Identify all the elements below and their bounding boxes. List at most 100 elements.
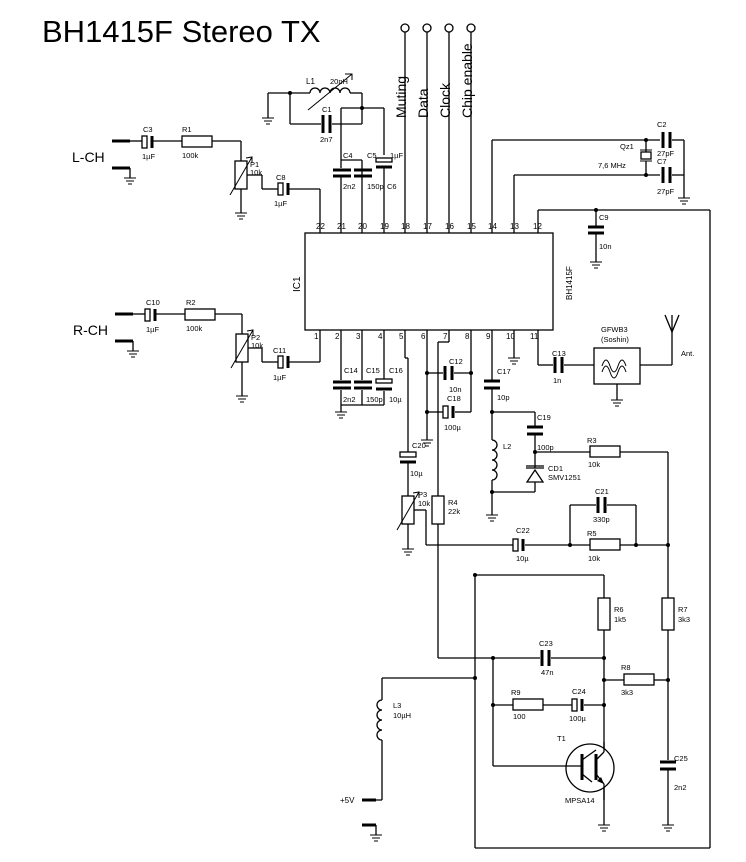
qz1-ref: Qz1 [620, 142, 634, 151]
vcc-rail [475, 208, 711, 849]
ic-bottom-pin-5: 5 [399, 332, 404, 341]
ic-bottom-pin-10: 10 [506, 332, 515, 341]
pin7-bias [431, 341, 540, 659]
l1-c1-tank [262, 73, 385, 160]
c21-ref: C21 [595, 487, 609, 496]
r1-value: 100k [182, 151, 199, 160]
rf-output [538, 314, 680, 407]
c5-value: 150p [367, 182, 384, 191]
c11-ref: C11 [273, 346, 286, 355]
c10-value: 1µF [146, 325, 159, 334]
ic-bottom-pin-8: 8 [465, 332, 470, 341]
ic-bottom-pin-11: 11 [530, 332, 539, 341]
c19-value: 100p [537, 443, 554, 452]
r4-value: 22k [448, 507, 460, 516]
l1-ref: L1 [306, 77, 315, 86]
c25-ref: C25 [674, 754, 688, 763]
c2-ref: C2 [657, 120, 667, 129]
c7-ref: C7 [657, 157, 667, 166]
r3-ref: R3 [587, 436, 597, 445]
c24-value: 100µ [569, 714, 587, 723]
ic-top-pin-22: 22 [316, 222, 325, 231]
cd1-value: SMV1251 [548, 473, 581, 482]
c20-p3 [396, 357, 513, 556]
l3-power-input [362, 678, 383, 842]
r9-c24 [491, 698, 606, 712]
t1-part: MPSA14 [565, 796, 595, 805]
l1-value: 20nH [330, 77, 348, 86]
r7-value: 3k3 [678, 615, 690, 624]
qz1-freq: 7,6 MHz [598, 161, 626, 170]
left-input-network [112, 135, 321, 220]
c23-value: 47n [541, 668, 554, 677]
r2-value: 100k [186, 324, 203, 333]
p1-ref: P1 [250, 160, 259, 169]
ic-top-pin-18: 18 [401, 222, 410, 231]
c23-r8 [491, 650, 670, 766]
c23-ref: C23 [539, 639, 553, 648]
ic-top-pin-13: 13 [510, 222, 519, 231]
r5-value: 10k [588, 554, 600, 563]
c3-ref: C3 [143, 125, 153, 134]
r5-ref: R5 [587, 529, 597, 538]
c20-ref: C20 [412, 441, 426, 450]
r6-value: 1k5 [614, 615, 626, 624]
c9-value: 10n [599, 242, 612, 251]
ic-bottom-pin-4: 4 [378, 332, 383, 341]
r3 [589, 445, 669, 598]
clock-label: Clock [437, 82, 453, 118]
c21-value: 330p [593, 515, 610, 524]
c1-value: 2n7 [320, 135, 333, 144]
ic-top-pin-16: 16 [445, 222, 454, 231]
ic-top-pin-12: 12 [533, 222, 542, 231]
ic-top-pin-20: 20 [358, 222, 367, 231]
ic-top-pin-14: 14 [488, 222, 497, 231]
t1-ref: T1 [557, 734, 566, 743]
r4-ref: R4 [448, 498, 458, 507]
cd1-ref: CD1 [548, 464, 563, 473]
l3-ref: L3 [393, 701, 401, 710]
antenna-label: Ant. [681, 349, 694, 358]
c4-ref: C4 [343, 151, 353, 160]
c16-value: 10µ [389, 395, 402, 404]
c25 [660, 760, 676, 832]
c19-ref: C19 [537, 413, 551, 422]
c14-ref: C14 [344, 366, 358, 375]
c6-ref: C6 [387, 182, 397, 191]
filter-maker: (Soshin) [601, 335, 629, 344]
right-channel-label: R-CH [73, 322, 108, 338]
p3-ref: P3 [418, 490, 427, 499]
filter-name: GFWB3 [601, 325, 628, 334]
ic-top-pin-17: 17 [423, 222, 432, 231]
pin10-ground [508, 357, 520, 365]
r6-ref: R6 [614, 605, 624, 614]
ic1-ref-label: IC1 [292, 276, 303, 292]
ic-top-pin-21: 21 [337, 222, 346, 231]
vco-tank [484, 344, 590, 522]
muting-label: Muting [393, 76, 409, 118]
c13-ref: C13 [552, 349, 566, 358]
left-channel-label: L-CH [72, 149, 105, 165]
p2-ref: P2 [251, 333, 260, 342]
ic1-part-label: BH1415F [565, 266, 574, 300]
c13-value: 1n [553, 376, 561, 385]
modulation-network [512, 497, 670, 552]
ic-bottom-pin-3: 3 [356, 332, 361, 341]
c4-value: 2n2 [343, 182, 356, 191]
l3-value: 10µH [393, 711, 411, 720]
chip-enable-label: Chip enable [459, 43, 475, 118]
ic-bottom-pin-2: 2 [335, 332, 340, 341]
c22-ref: C22 [516, 526, 530, 535]
ic-bottom-pin-7: 7 [443, 332, 448, 341]
power-label: +5V [340, 796, 355, 805]
control-terminals: Muting Data Clock Chip enable [393, 23, 476, 118]
r7-ref: R7 [678, 605, 688, 614]
c14-value: 2n2 [343, 395, 356, 404]
c8-ref: C8 [276, 173, 286, 182]
c25-value: 2n2 [674, 783, 687, 792]
r9-value: 100 [513, 712, 526, 721]
c3-value: 1µF [142, 152, 155, 161]
c20-value: 10µ [410, 469, 423, 478]
ic1-top-pins: 22 21 20 19 18 17 16 15 14 13 12 [316, 28, 542, 233]
